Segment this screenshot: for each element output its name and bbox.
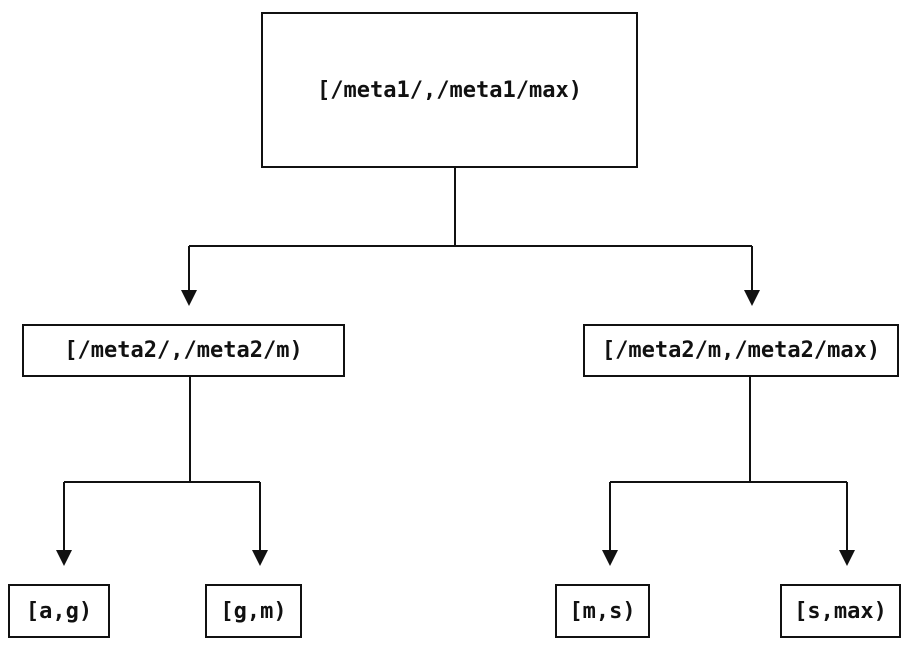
node-leaf-ag-label: [a,g) — [25, 598, 93, 624]
arrowhead-icon — [252, 550, 268, 566]
node-meta2-lower-label: [/meta2/,/meta2/m) — [64, 338, 303, 363]
node-leaf-ms-label: [m,s) — [569, 598, 636, 624]
node-meta2-lower: [/meta2/,/meta2/m) — [22, 324, 345, 377]
node-leaf-smax: [s,max) — [780, 584, 901, 638]
node-leaf-gm: [g,m) — [205, 584, 302, 638]
arrowhead-icon — [839, 550, 855, 566]
arrowhead-icon — [744, 290, 760, 306]
node-leaf-smax-label: [s,max) — [794, 598, 887, 624]
arrowhead-icon — [602, 550, 618, 566]
node-root-label: [/meta1/,/meta1/max) — [317, 77, 582, 103]
node-meta2-upper-label: [/meta2/m,/meta2/max) — [601, 338, 881, 363]
node-meta2-upper: [/meta2/m,/meta2/max) — [583, 324, 899, 377]
node-root: [/meta1/,/meta1/max) — [261, 12, 638, 168]
node-leaf-ms: [m,s) — [555, 584, 650, 638]
arrowhead-icon — [56, 550, 72, 566]
node-leaf-ag: [a,g) — [8, 584, 110, 638]
node-leaf-gm-label: [g,m) — [220, 598, 287, 624]
arrowhead-icon — [181, 290, 197, 306]
